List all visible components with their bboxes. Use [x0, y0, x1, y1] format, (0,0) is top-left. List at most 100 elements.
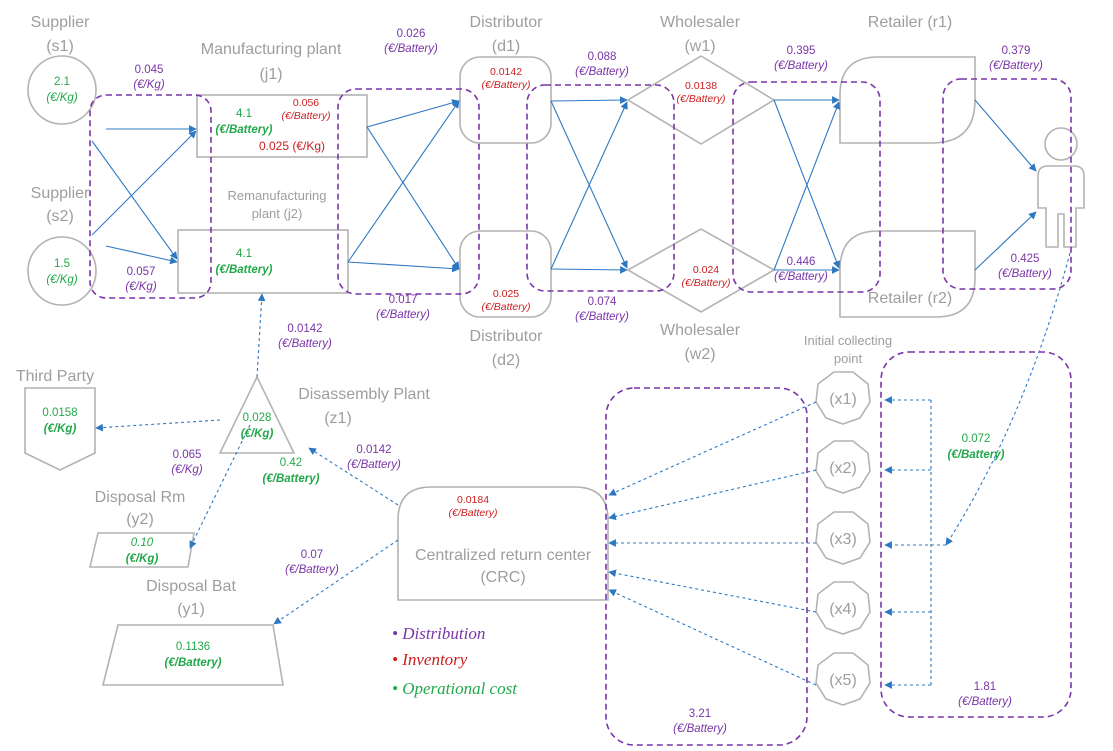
- label-distributor-d1-id: (d1): [492, 38, 520, 55]
- op-collect-value: 0.072: [962, 433, 991, 445]
- dist-z1-j2-unit: (€/Battery): [278, 338, 332, 350]
- label-manufacturing-plant-id: (j1): [259, 66, 282, 83]
- op-j2-unit: (€/Battery): [216, 264, 273, 276]
- label-disassembly-plant-id: (z1): [324, 410, 352, 427]
- label-x4: (x4): [829, 601, 857, 618]
- label-disposal-bat: Disposal Bat: [146, 578, 236, 595]
- dist-z1-y2-unit: (€/Kg): [171, 464, 202, 476]
- dist-r-cust-bottom-unit: (€/Battery): [998, 268, 1052, 280]
- dist-r-cust-top-unit: (€/Battery): [989, 60, 1043, 72]
- dist-d-w-bottom-unit: (€/Battery): [575, 311, 629, 323]
- legend-operational-cost: • Operational cost: [392, 679, 518, 698]
- dist-r-cust-bottom-value: 0.425: [1011, 253, 1040, 265]
- remanufacturing-plant-box: [177, 229, 349, 294]
- label-retailer-r1: Retailer (r1): [868, 14, 952, 31]
- label-supplier-s2: Supplier: [31, 185, 90, 202]
- inv-d1-unit: (€/Battery): [481, 79, 530, 91]
- op-s2-unit: (€/Kg): [46, 274, 77, 286]
- dist-r-cust-top-value: 0.379: [1002, 45, 1031, 57]
- label-distributor-d1: Distributor: [470, 14, 544, 31]
- label-supplier-s1: Supplier: [31, 14, 90, 31]
- legend-distribution: • Distribution: [392, 624, 485, 643]
- inv-crc-unit: (€/Battery): [448, 507, 497, 519]
- dist-crc-z1-unit: (€/Battery): [347, 459, 401, 471]
- dist-cust-x-value: 1.81: [974, 681, 996, 693]
- label-crc-id: (CRC): [480, 569, 525, 586]
- inv-j1-value: 0.056: [293, 97, 319, 109]
- label-disposal-bat-id: (y1): [177, 601, 205, 618]
- inv-j1-unit: (€/Battery): [281, 110, 330, 122]
- supplier-s2-circle: [27, 236, 97, 306]
- collecting-point-x4: [815, 581, 871, 635]
- legend-inventory: • Inventory: [392, 650, 468, 669]
- op-s2-value: 1.5: [54, 258, 70, 270]
- dist-crc-y1-value: 0.07: [301, 549, 323, 561]
- dist-j-d-top-unit: (€/Battery): [384, 43, 438, 55]
- label-supplier-s1-id: (s1): [46, 38, 74, 55]
- label-manufacturing-plant: Manufacturing plant: [201, 41, 342, 58]
- op-s1-value: 2.1: [54, 76, 70, 88]
- label-x2: (x2): [829, 460, 857, 477]
- dist-x-crc-unit: (€/Battery): [673, 723, 727, 735]
- op-collect-unit: (€/Battery): [948, 449, 1005, 461]
- dist-cust-x-unit: (€/Battery): [958, 696, 1012, 708]
- dist-d-w-top-unit: (€/Battery): [575, 66, 629, 78]
- label-crc: Centralized return center: [415, 547, 592, 564]
- dist-d-w-top-value: 0.088: [588, 51, 617, 63]
- op-z1-extra-value: 0.42: [280, 457, 302, 469]
- op-j1-unit: (€/Battery): [216, 124, 273, 136]
- dist-s1-unit: (€/Kg): [133, 79, 164, 91]
- disposal-bat-box: [101, 624, 284, 686]
- inv-j1-kg: 0.025 (€/Kg): [259, 139, 325, 153]
- supplier-s1-circle: [27, 55, 97, 125]
- inv-w2-unit: (€/Battery): [681, 277, 730, 289]
- op-z1-value: 0.028: [243, 412, 272, 424]
- label-distributor-d2: Distributor: [470, 328, 544, 345]
- label-x3: (x3): [829, 531, 857, 548]
- op-y2-value: 0.10: [131, 537, 154, 549]
- inv-d2-value: 0.025: [493, 288, 519, 300]
- collecting-point-x2: [815, 440, 871, 494]
- label-third-party: Third Party: [16, 368, 94, 385]
- dist-z1-y2-value: 0.065: [173, 449, 202, 461]
- collecting-point-x3: [815, 511, 871, 565]
- label-distributor-d2-id: (d2): [492, 352, 520, 369]
- crc-box: [397, 486, 609, 601]
- dist-s1-value: 0.045: [135, 64, 164, 76]
- group-customer-collect: [880, 351, 1072, 718]
- dist-x-crc-value: 3.21: [689, 708, 711, 720]
- return-arrows: [95, 252, 1071, 689]
- group-collect-crc: [605, 387, 808, 746]
- dist-j-d-bottom-unit: (€/Battery): [376, 309, 430, 321]
- label-retailer-r2: Retailer (r2): [868, 290, 952, 307]
- dist-w-r-bottom-value: 0.446: [787, 256, 816, 268]
- op-third-party-unit: (€/Kg): [44, 423, 77, 435]
- inv-w1-value: 0.0138: [685, 80, 717, 92]
- group-wholesaler-retailer: [732, 81, 881, 293]
- disassembly-plant-triangle: [218, 375, 296, 454]
- distributor-d2-box: [459, 230, 552, 318]
- dist-w-r-top-unit: (€/Battery): [774, 60, 828, 72]
- label-wholesaler-w1-id: (w1): [684, 38, 715, 55]
- dist-d-w-bottom-value: 0.074: [588, 296, 617, 308]
- group-retailer-customer: [942, 78, 1072, 290]
- dist-crc-y1-unit: (€/Battery): [285, 564, 339, 576]
- label-disassembly-plant: Disassembly Plant: [298, 386, 430, 403]
- label-initial-collecting-point: Initial collecting: [804, 333, 892, 348]
- op-z1-extra-unit: (€/Battery): [263, 473, 320, 485]
- group-distributor-wholesaler: [526, 84, 675, 292]
- inv-crc-value: 0.0184: [457, 494, 489, 506]
- dist-j-d-top-value: 0.026: [397, 28, 426, 40]
- label-wholesaler-w2: Wholesaler: [660, 322, 741, 339]
- label-disposal-rm-id: (y2): [126, 511, 154, 528]
- label-remanufacturing-plant-id: plant (j2): [252, 206, 303, 221]
- dist-j-d-bottom-value: 0.017: [389, 294, 418, 306]
- label-supplier-s2-id: (s2): [46, 208, 74, 225]
- dist-z1-j2-value: 0.0142: [287, 323, 322, 335]
- dist-crc-z1-value: 0.0142: [356, 444, 391, 456]
- label-wholesaler-w1: Wholesaler: [660, 14, 741, 31]
- op-third-party-value: 0.0158: [42, 407, 77, 419]
- label-wholesaler-w2-id: (w2): [684, 346, 715, 363]
- op-j1-value: 4.1: [236, 108, 252, 120]
